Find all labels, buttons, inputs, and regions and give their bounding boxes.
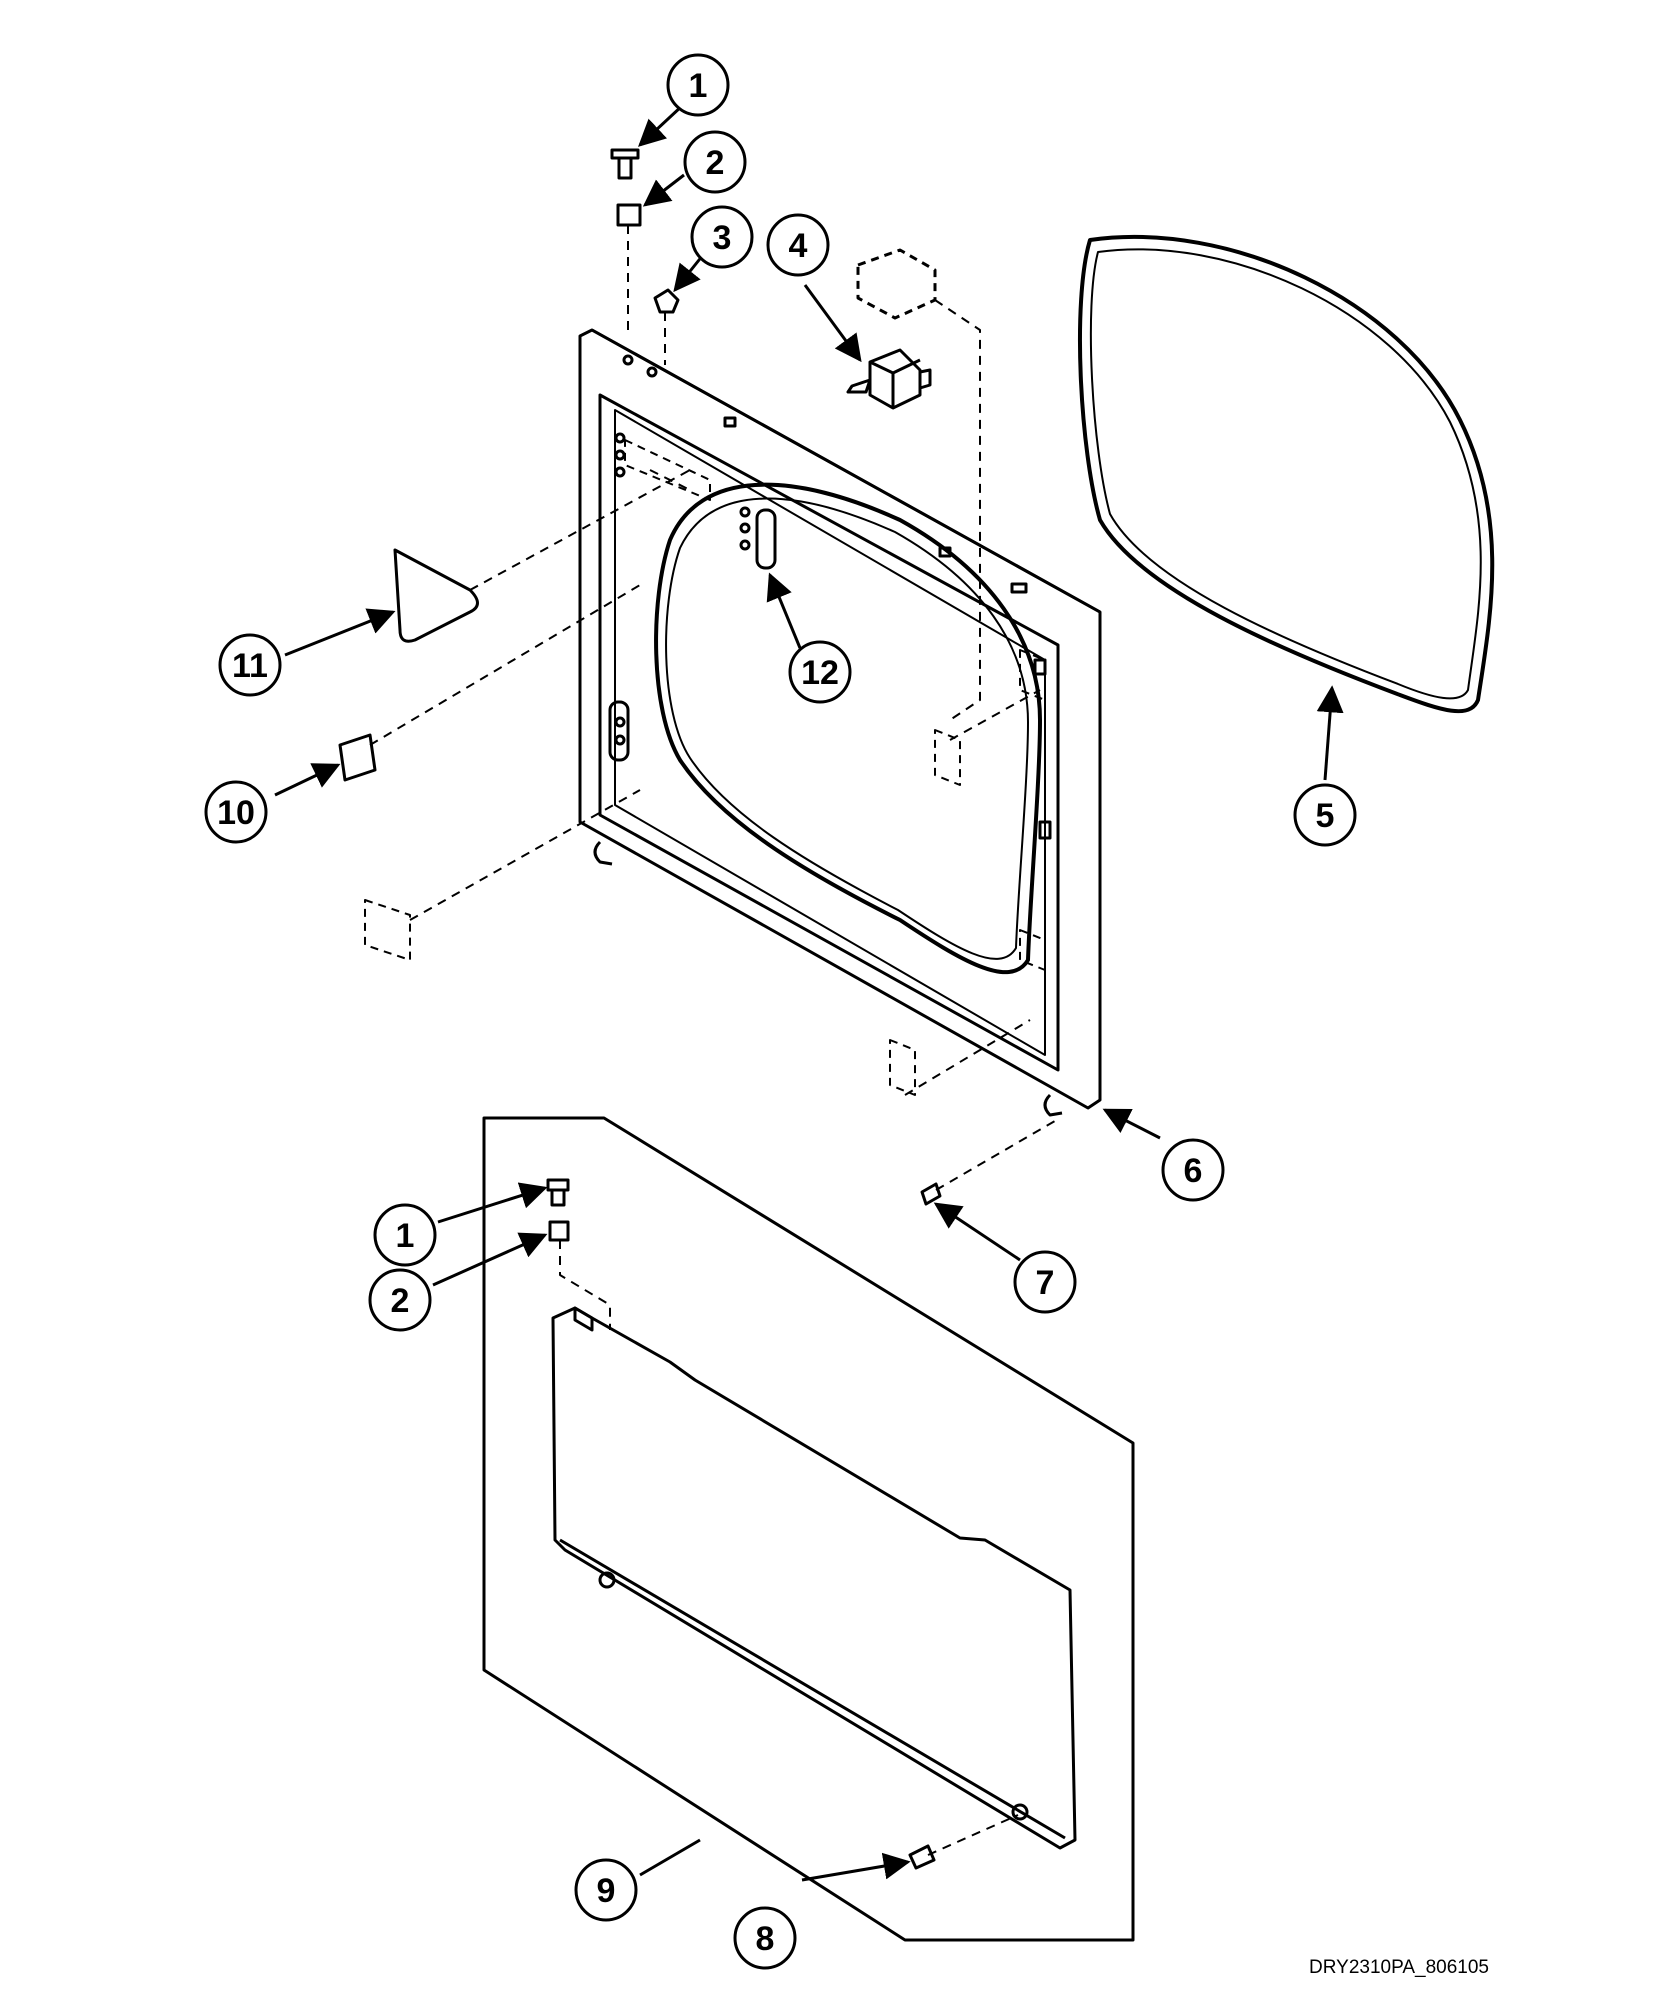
callout-label: 9 xyxy=(597,1872,616,1910)
callout-label: 1 xyxy=(689,67,708,105)
callout-c8: 8 xyxy=(733,1906,797,1970)
callout-label: 1 xyxy=(396,1217,415,1255)
callout-label: 2 xyxy=(706,144,725,182)
mounting-pads xyxy=(364,439,1046,1096)
callout-c2a: 2 xyxy=(683,130,747,194)
callout-circle xyxy=(1013,1250,1077,1314)
lower-panel-frame xyxy=(482,1116,1135,1942)
callout-c1b: 1 xyxy=(373,1203,437,1267)
callout-label: 12 xyxy=(801,654,839,692)
callout-circle xyxy=(368,1268,432,1332)
drawing-code: DRY2310PA_806105 xyxy=(1309,1957,1489,1978)
clip-part xyxy=(653,288,680,314)
callout-circle xyxy=(1293,783,1357,847)
callout-circle xyxy=(373,1203,437,1267)
door-switch-part xyxy=(846,248,937,410)
callout-label: 8 xyxy=(756,1920,775,1958)
callout-c1a: 1 xyxy=(666,53,730,117)
latch-part-10 xyxy=(338,733,377,782)
screw-part-lower xyxy=(546,1178,570,1207)
callout-circle xyxy=(766,213,830,277)
callout-c5: 5 xyxy=(1293,783,1357,847)
callout-circle xyxy=(1161,1138,1225,1202)
callout-c4: 4 xyxy=(766,213,830,277)
callout-label: 7 xyxy=(1036,1264,1055,1302)
callout-label: 10 xyxy=(217,794,255,832)
callout-circle xyxy=(788,640,852,704)
assembly-lines xyxy=(369,225,1061,1856)
label-part-11 xyxy=(393,548,479,643)
callout-label: 6 xyxy=(1184,1152,1203,1190)
callout-c6: 6 xyxy=(1161,1138,1225,1202)
spacer-part-lower xyxy=(548,1220,570,1242)
callout-c11: 11 xyxy=(218,633,282,697)
screw-part-8 xyxy=(908,1844,936,1870)
callout-c2b: 2 xyxy=(368,1268,432,1332)
callout-label: 11 xyxy=(232,647,268,685)
callout-c10: 10 xyxy=(204,780,268,844)
callout-circle xyxy=(204,780,268,844)
callout-c3: 3 xyxy=(690,205,754,269)
callout-label: 4 xyxy=(789,227,808,265)
front-panel-part xyxy=(578,328,1102,1117)
door-gasket-part xyxy=(1078,234,1495,714)
callout-c7: 7 xyxy=(1013,1250,1077,1314)
callout-circle xyxy=(218,633,282,697)
lower-panel-part xyxy=(551,1306,1077,1850)
callout-c12: 12 xyxy=(788,640,852,704)
callout-circle xyxy=(574,1858,638,1922)
callout-label: 5 xyxy=(1316,797,1335,835)
screw-part-7 xyxy=(920,1182,942,1206)
callout-label: 2 xyxy=(391,1282,410,1320)
spacer-part-top xyxy=(616,203,642,227)
callout-circle xyxy=(683,130,747,194)
callout-circle xyxy=(733,1906,797,1970)
leader-arrows xyxy=(274,103,1344,1882)
callout-label: 3 xyxy=(713,219,732,257)
callout-c9: 9 xyxy=(574,1858,638,1922)
screw-part-top xyxy=(610,148,640,180)
callout-circle xyxy=(666,53,730,117)
callout-circle xyxy=(690,205,754,269)
